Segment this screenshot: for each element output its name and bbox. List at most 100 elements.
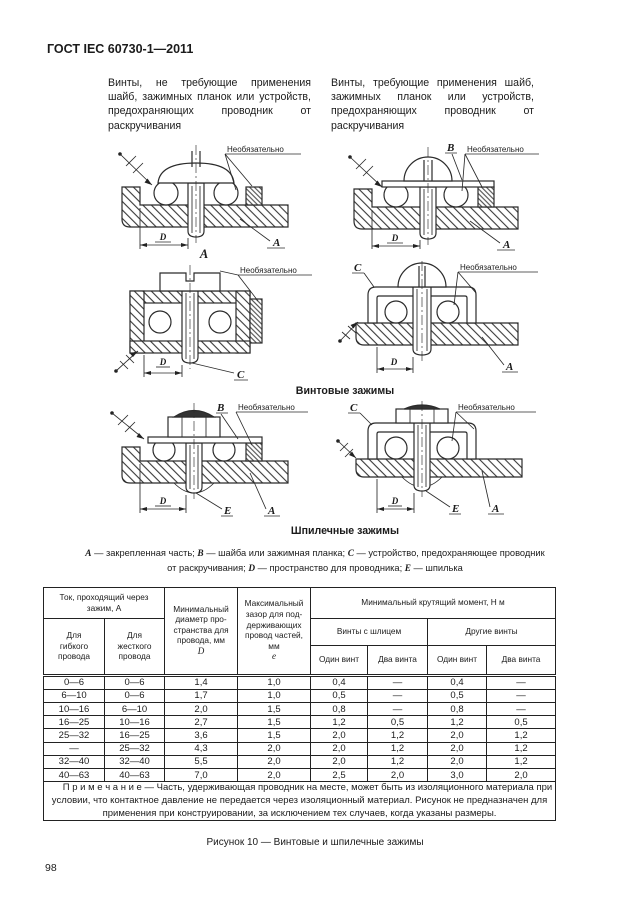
dimension-d-label: D xyxy=(391,233,399,243)
table-cell: 10—16 xyxy=(103,715,166,730)
table-header: Ток, проходящий через зажим, А Минимальн… xyxy=(42,586,557,677)
table-cell: — xyxy=(486,674,557,690)
drawing-screw-pocket: Необязательно D C xyxy=(114,264,312,381)
col-other-group: Другие винты xyxy=(427,617,557,646)
legend-sym: С xyxy=(347,548,354,559)
table-cell: 25—32 xyxy=(103,741,166,756)
table-cell: 16—25 xyxy=(103,728,166,743)
legend-text: — устройство, предохраняющее проводник xyxy=(353,547,545,558)
terminal-cross-section xyxy=(348,146,539,251)
drawing-stud-nut: B Необязательно D E A xyxy=(110,402,308,517)
table-note-section: П р и м е ч а н и е — Часть, удерживающа… xyxy=(42,781,557,822)
table-cell: 40—63 xyxy=(43,767,105,783)
legend-sym: В xyxy=(197,548,204,559)
table-cell: — xyxy=(43,741,105,756)
part-a-label: A xyxy=(491,503,499,515)
legend-text: — шайба или зажимная планка; xyxy=(203,547,348,558)
table-cell: 1,2 xyxy=(427,715,488,730)
table-cell: 0,5 xyxy=(427,688,488,704)
col-diameter-text: Минимальный диаметр про- странства для п… xyxy=(173,603,229,646)
stud-terminal-row: B Необязательно D E A xyxy=(100,400,560,523)
table-cell: 0,4 xyxy=(310,674,369,690)
legend-text: — шпилька xyxy=(410,562,463,573)
table-cell: — xyxy=(486,688,557,704)
part-b-label: B xyxy=(216,402,224,414)
table-note: П р и м е ч а н и е — Часть, удерживающа… xyxy=(42,781,557,822)
table-cell: — xyxy=(486,701,557,717)
optional-label: Необязательно xyxy=(240,266,297,275)
intro-columns: Винты, не требующие применения шайб, заж… xyxy=(108,76,630,133)
screw-terminal-row-2: Необязательно D C xyxy=(100,260,560,383)
part-e-label: E xyxy=(223,505,231,517)
terminal-cross-section xyxy=(336,400,536,515)
stud-terminals-caption: Шпилечные зажимы xyxy=(290,524,400,537)
table-cell: 1,2 xyxy=(367,728,429,743)
table-cell: 0,8 xyxy=(427,701,488,717)
table-cell: 3,6 xyxy=(164,728,239,743)
table-cell: 25—32 xyxy=(43,728,105,743)
table-cell: 2,0 xyxy=(164,701,239,717)
table-cell: 2,0 xyxy=(427,754,488,769)
table-cell: 16—25 xyxy=(43,715,105,730)
table-cell: 1,0 xyxy=(237,688,312,704)
table-cell: 0,5 xyxy=(367,715,429,730)
table-cell: 6—10 xyxy=(103,701,166,717)
dimension-d-label: D xyxy=(159,232,167,242)
table-cell: 0,8 xyxy=(310,701,369,717)
legend-sym: Е xyxy=(404,563,411,574)
table-cell: 1,2 xyxy=(367,741,429,756)
note-paragraph: П р и м е ч а н и е — Часть, удерживающа… xyxy=(46,782,553,820)
optional-label: Необязательно xyxy=(458,403,515,412)
legend-sym: А xyxy=(85,548,92,559)
col-one-screw: Один винт xyxy=(310,644,369,677)
drawing-screw-no-washer: Необязательно D A A xyxy=(118,144,301,259)
table-cell: 2,0 xyxy=(427,741,488,756)
table-cell: 2,5 xyxy=(310,767,369,783)
screw-terminals-caption: Винтовые зажимы xyxy=(295,384,395,397)
table-cell: 1,2 xyxy=(310,715,369,730)
table-cell: 32—40 xyxy=(103,754,166,769)
optional-label: Необязательно xyxy=(460,263,517,272)
table-cell: 32—40 xyxy=(43,754,105,769)
table-cell: 2,0 xyxy=(310,728,369,743)
torque-table: Ток, проходящий через зажим, А Минимальн… xyxy=(42,586,557,822)
legend-sym: D xyxy=(248,563,256,574)
table-cell: 1,7 xyxy=(164,688,239,704)
table-cell: 1,5 xyxy=(237,728,312,743)
terminal-cross-section xyxy=(118,144,301,249)
drawing-saddle-clamp: C Необязательно D A xyxy=(338,260,538,373)
table-cell: 0,5 xyxy=(486,715,557,730)
page-number: 98 xyxy=(45,862,57,875)
dimension-d-label: D xyxy=(391,496,399,506)
table-cell: — xyxy=(367,701,429,717)
part-a-label: A xyxy=(505,361,513,373)
col-gap-text: Максимальный зазор для под- держивающих … xyxy=(244,598,304,651)
col-gap-symbol: е xyxy=(272,651,277,662)
part-a-label: A xyxy=(502,239,510,251)
dimension-d-label: D xyxy=(159,357,167,367)
col-torque-group: Минимальный крутящий момент, Н м xyxy=(310,586,557,619)
dimension-d-label: D xyxy=(390,357,398,367)
table-cell: 2,0 xyxy=(310,754,369,769)
col-two-screws: Два винта xyxy=(486,644,557,677)
col-one-screw: Один винт xyxy=(427,644,488,677)
col-diameter: Минимальный диаметр про- странства для п… xyxy=(164,586,239,677)
table-cell: 2,0 xyxy=(237,741,312,756)
table-cell: 0—6 xyxy=(103,674,166,690)
table-cell: 0,5 xyxy=(310,688,369,704)
note-text: — Часть, удерживающая проводник на месте… xyxy=(51,782,553,819)
table-cell: 1,2 xyxy=(486,741,557,756)
table-cell: 2,7 xyxy=(164,715,239,730)
part-a-label: A xyxy=(272,237,280,249)
figure-legend: А — закрепленная часть; В — шайба или за… xyxy=(0,547,630,577)
col-slotted-group: Винты с шлицем xyxy=(310,617,429,646)
table-cell: 2,0 xyxy=(486,767,557,783)
note-label: П р и м е ч а н и е xyxy=(62,782,142,794)
